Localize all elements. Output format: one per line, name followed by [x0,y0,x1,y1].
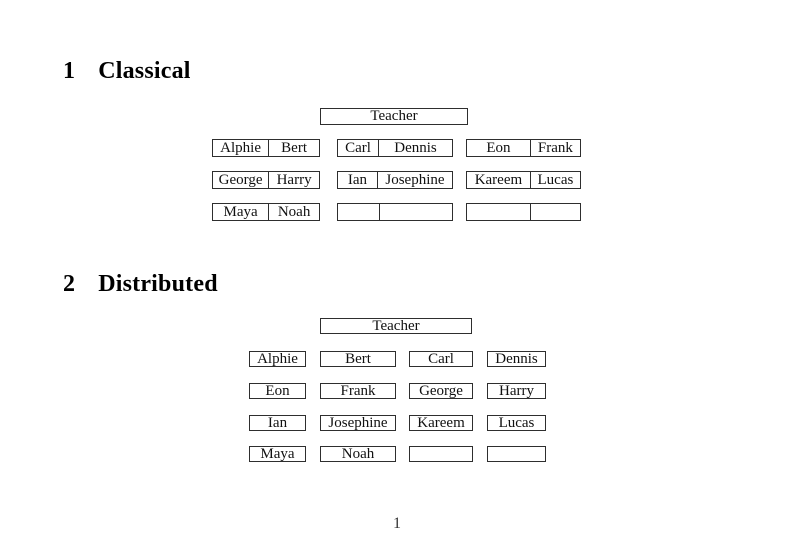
page-number: 1 [393,515,401,532]
seat: Maya [213,204,270,220]
seat: George [409,383,473,399]
section-title: Distributed [98,271,218,297]
desk [466,203,581,221]
seat: Carl [338,140,380,156]
seat: Lucas [487,415,546,431]
seat: Kareem [409,415,473,431]
seat: Noah [320,446,396,462]
desk: Eon Frank [466,139,581,157]
seat: Frank [537,139,573,156]
seat: Frank [320,383,396,399]
seat [487,446,546,462]
seat: George [213,172,270,188]
desk: Ian Josephine [337,171,453,189]
seat [409,446,473,462]
seat [380,204,452,220]
seat: Noah [277,203,311,220]
desk: Alphie Bert [212,139,320,157]
desk: George Harry [212,171,320,189]
seat: Kareem [467,172,531,188]
seat: Bert [320,351,396,367]
section-number: 1 [63,58,76,84]
desk: Kareem Lucas [466,171,581,189]
seat: Ian [249,415,306,431]
seat: Harry [276,171,312,188]
seat: Josephine [320,415,396,431]
desk: Maya Noah [212,203,320,221]
seat: Maya [249,446,306,462]
teacher-box: Teacher [320,108,468,125]
seat: Josephine [385,171,445,188]
seat [467,204,531,220]
desk [337,203,453,221]
section-number: 2 [63,271,76,297]
seat: Dennis [394,139,437,156]
teacher-label: Teacher [372,317,420,334]
seat: Lucas [537,171,574,188]
seat: Eon [249,383,306,399]
seat: Alphie [249,351,306,367]
seat: Ian [338,172,378,188]
seat: Harry [487,383,546,399]
seat: Alphie [213,140,270,156]
teacher-box: Teacher [320,318,472,334]
section-heading-distributed: 2 Distributed [63,272,218,296]
seat [338,204,381,220]
section-heading-classical: 1 Classical [63,59,191,83]
seat: Eon [467,140,531,156]
seat: Bert [281,139,307,156]
seat: Dennis [487,351,546,367]
section-title: Classical [98,58,191,84]
desk: Carl Dennis [337,139,453,157]
seat [531,204,580,220]
teacher-label: Teacher [370,108,418,124]
seat: Carl [409,351,473,367]
